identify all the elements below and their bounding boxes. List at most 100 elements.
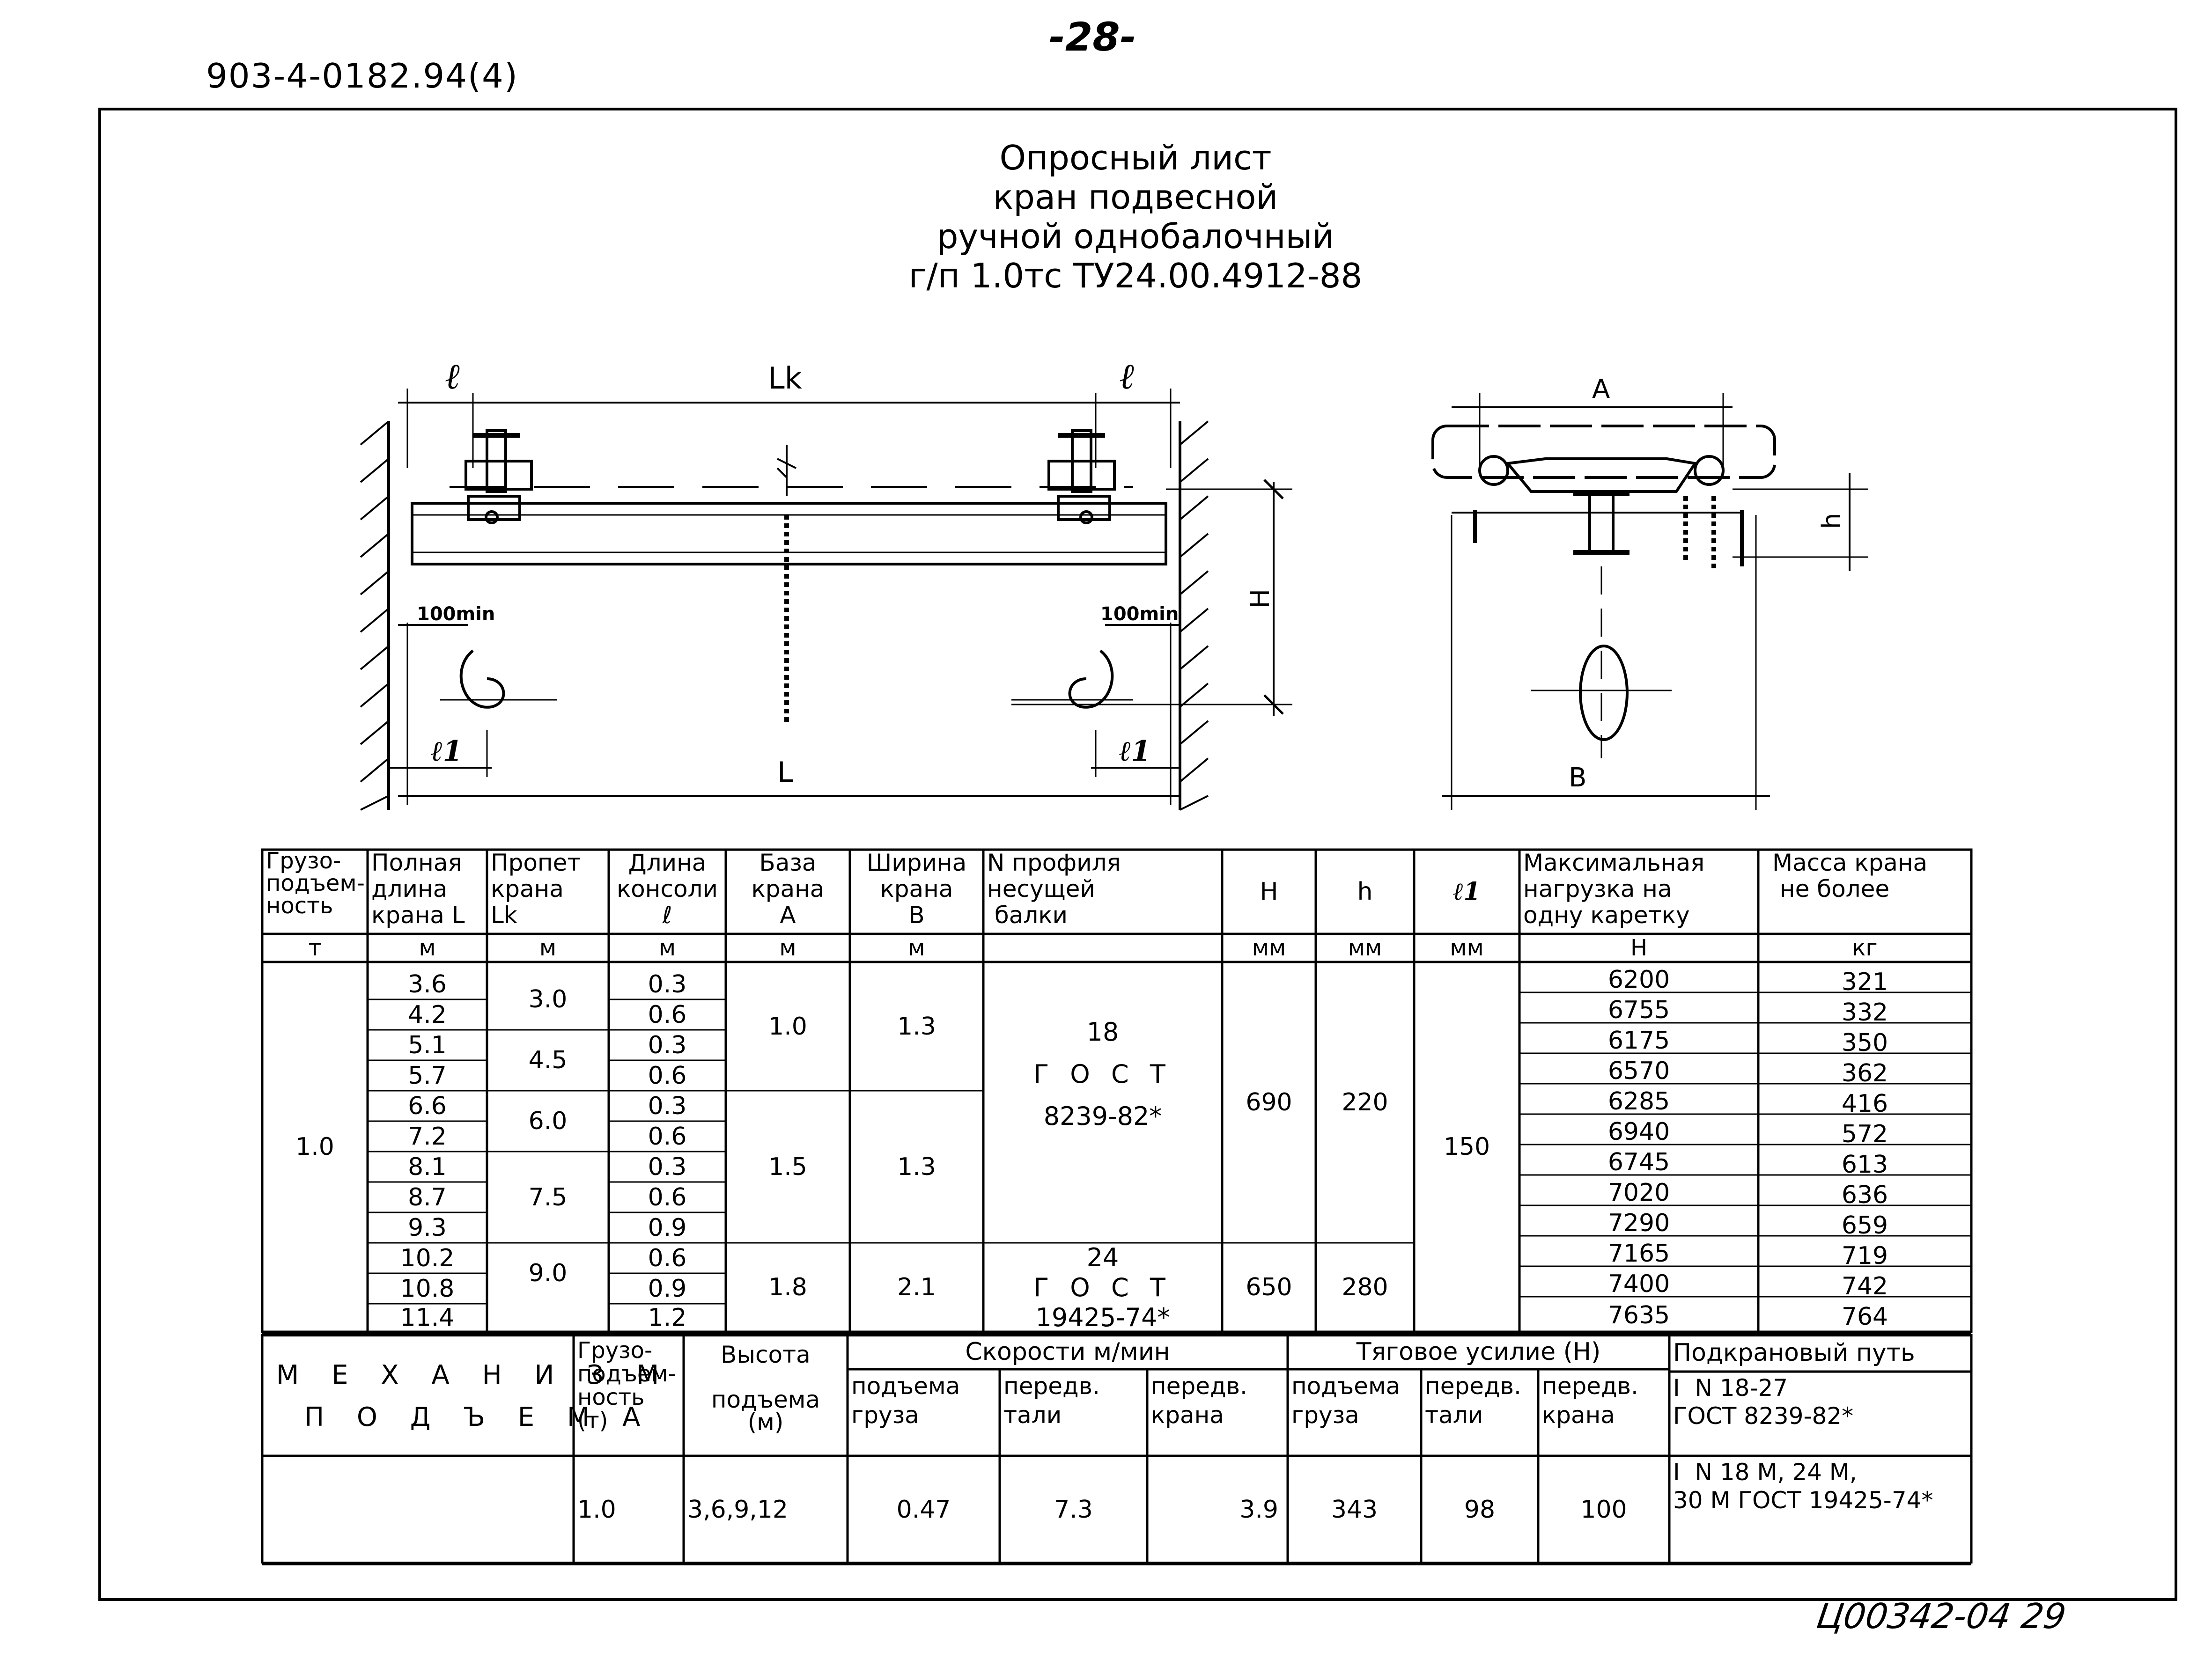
cell-L: 11.4 [400, 1304, 455, 1332]
header-mass: Масса крана не более [1772, 849, 1928, 903]
dim-h: h [1817, 513, 1846, 529]
dim-l-left: ℓ [445, 355, 460, 397]
header-max-load: Максимальная нагрузка на одну каретку [1523, 849, 1705, 929]
front-view [360, 389, 1292, 811]
cell-mass: 321 [1841, 968, 1888, 996]
title-line-4: г/п 1.0тс ТУ24.00.4912-88 [908, 256, 1363, 295]
unit-capacity: т [308, 935, 322, 961]
cell-L: 10.8 [400, 1274, 455, 1303]
header-H: H [1260, 878, 1278, 906]
title-line-1: Опросный лист [999, 138, 1272, 177]
cell-L: 9.3 [408, 1213, 447, 1242]
cell-base: 1.8 [768, 1273, 807, 1301]
cell-console: 0.6 [648, 1061, 687, 1090]
header-width: Ширина крана B [866, 849, 967, 929]
cell-console: 0.3 [648, 1092, 687, 1120]
mechanism-title-1: М Е Х А Н И З М [276, 1360, 671, 1390]
track-header: Подкрановый путь [1673, 1339, 1915, 1367]
track-option-1: I N 18-27 ГОСТ 8239-82* [1673, 1374, 1854, 1430]
speed-lift-value: 0.47 [896, 1496, 951, 1524]
cell-Lk: 3.0 [528, 985, 568, 1013]
header-profile: N профиля несущей балки [987, 849, 1121, 929]
mech-height-header: Высота подъема (м) [711, 1341, 820, 1436]
unit-max-load: Н [1630, 935, 1648, 961]
cell-console: 0.6 [648, 1183, 687, 1211]
cell-capacity: 1.0 [295, 1133, 334, 1161]
cell-l1: 150 [1443, 1133, 1490, 1161]
unit-mass: кг [1852, 935, 1878, 961]
cell-mass: 416 [1841, 1089, 1888, 1118]
cell-console: 0.3 [648, 970, 687, 998]
dim-l-right: ℓ [1119, 355, 1134, 397]
cell-mass: 362 [1841, 1059, 1888, 1087]
cell-max-load: 6175 [1607, 1026, 1670, 1055]
traction-lift-value: 343 [1331, 1496, 1378, 1524]
cell-console: 0.9 [648, 1274, 687, 1303]
unit-full-length: м [419, 935, 436, 961]
cell-L: 5.1 [408, 1031, 447, 1059]
speed-crane-value: 3.9 [1239, 1496, 1278, 1524]
side-view [1431, 393, 1868, 810]
cell-max-load: 7400 [1607, 1270, 1670, 1298]
cell-Lk: 6.0 [528, 1107, 568, 1135]
dim-l1-left: ℓ1 [431, 735, 462, 768]
cell-max-load: 6755 [1607, 996, 1670, 1024]
header-base: База крана A [751, 849, 825, 929]
header-capacity: Грузо- подъем- ность [266, 848, 365, 919]
mechanism-table-grid [261, 1332, 1973, 1565]
dim-lk: Lk [768, 361, 802, 396]
cell-console: 0.3 [648, 1031, 687, 1059]
dim-l1-right: ℓ1 [1119, 735, 1150, 768]
title-line-2: кран подвесной [993, 177, 1278, 217]
cell-L: 7.2 [408, 1122, 447, 1151]
cell-max-load: 6200 [1607, 965, 1670, 994]
traction-hoist-header: передв. тали [1425, 1373, 1521, 1429]
cell-profile-24: 24 Г О С Т 19425-74* [1033, 1243, 1172, 1332]
cell-h: 220 [1342, 1088, 1388, 1116]
sheet-title: Опросный лист кран подвесной ручной одно… [866, 138, 1405, 295]
cell-h: 280 [1342, 1273, 1388, 1301]
cell-console: 0.3 [648, 1152, 687, 1181]
traction-crane-header: передв. крана [1542, 1373, 1638, 1429]
mech-height-value: 3,6,9,12 [687, 1496, 789, 1524]
dim-A: A [1592, 374, 1610, 404]
cell-mass: 572 [1841, 1120, 1888, 1148]
header-console: Длина консоли ℓ [616, 849, 718, 929]
cell-max-load: 7290 [1607, 1209, 1670, 1237]
cell-max-load: 6570 [1607, 1057, 1670, 1085]
cell-Lk: 7.5 [528, 1183, 568, 1211]
dim-L: L [777, 756, 793, 789]
cell-Lk: 4.5 [528, 1046, 568, 1074]
cell-base: 1.0 [768, 1012, 807, 1041]
speed-lift-header: подъема груза [851, 1373, 960, 1429]
unit-h: мм [1348, 935, 1382, 961]
cell-max-load: 7165 [1607, 1239, 1670, 1268]
cell-L: 10.2 [400, 1244, 455, 1272]
header-full-length: Полная длина крана L [371, 849, 465, 929]
cell-H: 690 [1246, 1088, 1292, 1116]
cell-console: 0.9 [648, 1213, 687, 1242]
cell-mass: 719 [1841, 1241, 1888, 1270]
cell-L: 6.6 [408, 1092, 447, 1120]
cell-mass: 636 [1841, 1181, 1888, 1209]
cell-mass: 350 [1841, 1028, 1888, 1057]
cell-width: 1.3 [897, 1152, 936, 1181]
unit-H: мм [1252, 935, 1286, 961]
cell-Lk: 9.0 [528, 1259, 568, 1287]
dim-H: H [1245, 589, 1276, 609]
traction-header: Тяговое усилие (Н) [1356, 1337, 1601, 1366]
header-span: Пропет крана Lk [491, 849, 581, 929]
cell-console: 0.6 [648, 1122, 687, 1151]
unit-width: м [908, 935, 925, 961]
cell-L: 4.2 [408, 1000, 447, 1029]
cell-console: 0.6 [648, 1244, 687, 1272]
cell-L: 3.6 [408, 970, 447, 998]
cell-L: 8.7 [408, 1183, 447, 1211]
page-number: -28- [1049, 14, 1136, 60]
header-l1: ℓ1 [1453, 877, 1481, 906]
traction-crane-value: 100 [1580, 1496, 1627, 1524]
speed-hoist-header: передв. тали [1003, 1373, 1100, 1429]
cell-console: 0.6 [648, 1000, 687, 1029]
cell-mass: 332 [1841, 998, 1888, 1027]
cell-max-load: 6940 [1607, 1117, 1670, 1146]
